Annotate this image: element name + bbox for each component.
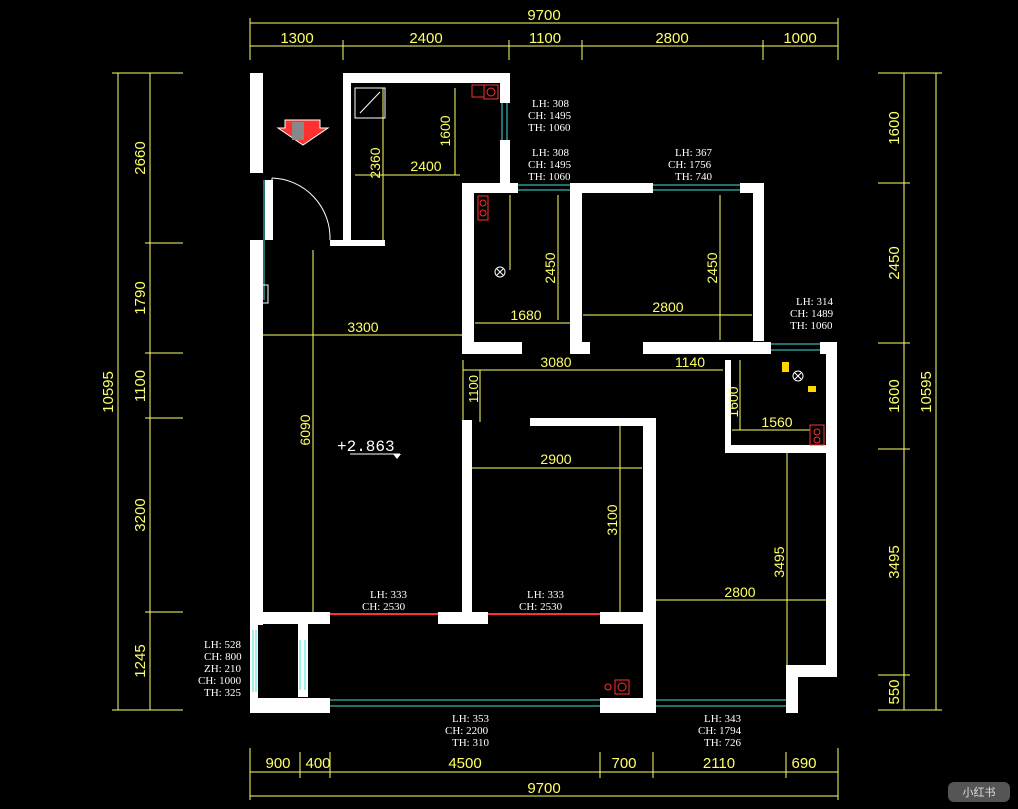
bottom-dim-2: 400: [305, 755, 330, 772]
window-note-1: LH: 308 CH: 1495 TH: 1060: [528, 98, 572, 134]
dim-6090: 6090: [297, 414, 313, 445]
svg-text:小红书: 小红书: [963, 786, 996, 799]
windows: [252, 103, 820, 707]
top-dim-5: 1000: [783, 30, 816, 47]
svg-text:LH: 353: LH: 353: [452, 713, 489, 725]
dim-2800-a: 2800: [652, 299, 683, 315]
svg-text:ZH: 210: ZH: 210: [204, 663, 241, 675]
svg-text:CH: 800: CH: 800: [204, 651, 242, 663]
top-dim-4: 2800: [655, 30, 688, 47]
dim-1600-top: 1600: [437, 115, 453, 146]
bottom-dim-3: 4500: [448, 755, 481, 772]
top-dim-3: 1100: [529, 30, 561, 47]
top-total-dim: 9700: [527, 7, 560, 24]
bottom-dim-5: 2110: [703, 755, 735, 772]
dim-3495: 3495: [771, 546, 787, 577]
svg-text:CH: 2200: CH: 2200: [445, 725, 489, 737]
svg-text:TH: 1060: TH: 1060: [528, 122, 571, 134]
svg-text:TH: 740: TH: 740: [675, 171, 712, 183]
svg-text:TH: 325: TH: 325: [204, 687, 241, 699]
svg-text:TH: 310: TH: 310: [452, 737, 489, 749]
left-dim-1: 2660: [132, 141, 149, 174]
right-total-dim: 10595: [918, 371, 935, 413]
dim-1560: 1560: [761, 414, 792, 430]
svg-text:CH: 2530: CH: 2530: [362, 601, 406, 613]
dim-1100: 1100: [466, 375, 481, 403]
fixtures: [259, 84, 825, 695]
window-note-3: LH: 367 CH: 1756 TH: 740: [668, 147, 712, 183]
svg-text:CH: 2530: CH: 2530: [519, 601, 563, 613]
dimension-lines: [112, 18, 942, 800]
dim-2800-b: 2800: [724, 584, 755, 600]
entry-arrow-icon: [276, 119, 330, 146]
svg-text:LH: 528: LH: 528: [204, 639, 241, 651]
left-dim-3: 1100: [132, 370, 149, 402]
left-dim-4: 3200: [132, 498, 149, 531]
svg-text:LH: 367: LH: 367: [675, 147, 712, 159]
window-note-4: LH: 314 CH: 1489 TH: 1060: [790, 296, 834, 332]
svg-text:LH: 308: LH: 308: [532, 147, 569, 159]
dim-1600-right: 1600: [725, 386, 741, 417]
window-note-8: LH: 353 CH: 2200 TH: 310: [445, 713, 489, 749]
dim-2400: 2400: [410, 158, 441, 174]
door-leaf: [265, 180, 273, 240]
left-dim-2: 1790: [132, 281, 149, 314]
dim-3300: 3300: [347, 319, 378, 335]
right-dim-2: 2450: [886, 246, 903, 279]
right-dim-1: 1600: [886, 111, 903, 144]
right-dim-3: 1600: [886, 379, 903, 412]
dim-2900: 2900: [540, 451, 571, 467]
window-note-6: LH: 333 CH: 2530: [519, 589, 564, 613]
window-note-7: LH: 528 CH: 800 ZH: 210 CH: 1000 TH: 325: [198, 639, 242, 699]
window-note-9: LH: 343 CH: 1794 TH: 726: [698, 713, 742, 749]
dim-2360: 2360: [367, 147, 383, 178]
dim-2450-b: 2450: [704, 252, 720, 283]
watermark-logo: 小红书: [948, 782, 1010, 802]
right-dim-5: 550: [886, 679, 903, 704]
window-note-2: LH: 308 CH: 1495 TH: 1060: [528, 147, 572, 183]
svg-text:CH: 1489: CH: 1489: [790, 308, 834, 320]
walls: [250, 73, 837, 713]
svg-text:LH: 333: LH: 333: [527, 589, 564, 601]
bottom-dim-4: 700: [611, 755, 636, 772]
dim-3100: 3100: [604, 504, 620, 535]
svg-text:CH: 1756: CH: 1756: [668, 159, 712, 171]
dim-2450-a: 2450: [542, 252, 558, 283]
left-total-dim: 10595: [100, 371, 117, 413]
svg-text:LH: 314: LH: 314: [796, 296, 833, 308]
svg-text:CH: 1495: CH: 1495: [528, 110, 572, 122]
dim-1680: 1680: [510, 307, 541, 323]
dim-1140: 1140: [675, 354, 705, 370]
svg-text:CH: 1000: CH: 1000: [198, 675, 242, 687]
elevation-mark: +2.863: [337, 438, 395, 456]
bottom-total-dim: 9700: [527, 780, 560, 797]
elevation-triangle-icon: [393, 454, 401, 459]
svg-text:TH: 726: TH: 726: [704, 737, 741, 749]
dim-3080: 3080: [540, 354, 571, 370]
svg-text:LH: 308: LH: 308: [532, 98, 569, 110]
window-note-5: LH: 333 CH: 2530: [362, 589, 407, 613]
svg-text:TH: 1060: TH: 1060: [528, 171, 571, 183]
svg-text:LH: 343: LH: 343: [704, 713, 741, 725]
svg-text:TH: 1060: TH: 1060: [790, 320, 833, 332]
right-dim-4: 3495: [886, 545, 903, 578]
svg-text:CH: 1794: CH: 1794: [698, 725, 742, 737]
bottom-dim-1: 900: [265, 755, 290, 772]
left-dim-5: 1245: [132, 644, 149, 677]
entry-door: [271, 177, 331, 241]
top-dim-1: 1300: [280, 30, 313, 47]
top-dim-2: 2400: [409, 30, 442, 47]
svg-text:CH: 1495: CH: 1495: [528, 159, 572, 171]
shaft-outline: [354, 87, 386, 119]
bottom-dim-6: 690: [791, 755, 816, 772]
svg-text:LH: 333: LH: 333: [370, 589, 407, 601]
